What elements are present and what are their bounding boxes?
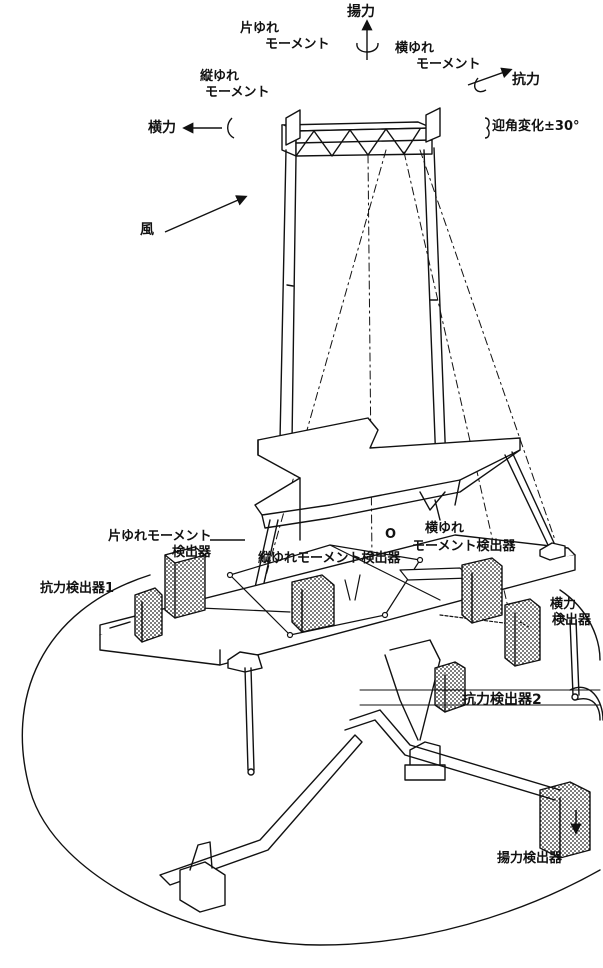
label-pitch-detector: 縦ゆれモーメント検出器: [258, 551, 401, 566]
label-side-detector-line2: 検出器: [552, 613, 592, 628]
floor-circle: [21, 574, 601, 946]
yaw-moment-arrow: [474, 77, 487, 93]
label-drag: 抗力: [512, 72, 540, 88]
turntable: [254, 417, 521, 541]
label-pitch-moment-line2: モーメント: [205, 85, 270, 100]
lower-frame: [159, 619, 580, 913]
label-attack-angle: 迎角変化±30°: [492, 119, 580, 134]
label-drag-detector-2: 抗力検出器2: [462, 692, 542, 708]
attack-angle-brace: [484, 117, 490, 139]
label-lift-detector: 揚力検出器: [497, 851, 563, 866]
lower-rail: [344, 686, 603, 801]
label-roll-detector-line2: 検出器: [172, 545, 212, 560]
side-detector-leader: [555, 611, 567, 621]
roll-moment-arrow: [356, 42, 379, 53]
wind-arrow: [164, 195, 248, 233]
wing-model: [281, 107, 441, 157]
wing-struts: [279, 147, 447, 467]
label-roll-moment-line2: モーメント: [265, 37, 330, 52]
label-yaw-detector-line1: 横ゆれ: [425, 521, 465, 536]
label-drag-detector-1: 抗力検出器1: [40, 581, 115, 596]
detector-boxes: [134, 546, 591, 859]
label-yaw-moment-line1: 横ゆれ: [395, 41, 435, 56]
label-yaw-moment-line2: モーメント: [416, 57, 481, 72]
base-platform: [99, 534, 576, 741]
label-origin: O: [385, 527, 397, 542]
label-pitch-moment-line1: 縦ゆれ: [200, 69, 240, 84]
label-side-force: 横力: [148, 120, 176, 136]
label-yaw-detector-line2: モーメント検出器: [412, 539, 516, 554]
pitch-moment-arrow: [227, 117, 235, 139]
linkage: [199, 544, 521, 639]
label-wind: 風: [140, 222, 154, 238]
label-roll-moment-line1: 片ゆれ: [240, 21, 280, 36]
label-side-detector-line1: 横力: [550, 597, 577, 612]
label-lift: 揚力: [347, 4, 375, 20]
label-roll-detector-line1: 片ゆれモーメント: [108, 529, 212, 544]
floor-circle-right: [559, 589, 601, 661]
